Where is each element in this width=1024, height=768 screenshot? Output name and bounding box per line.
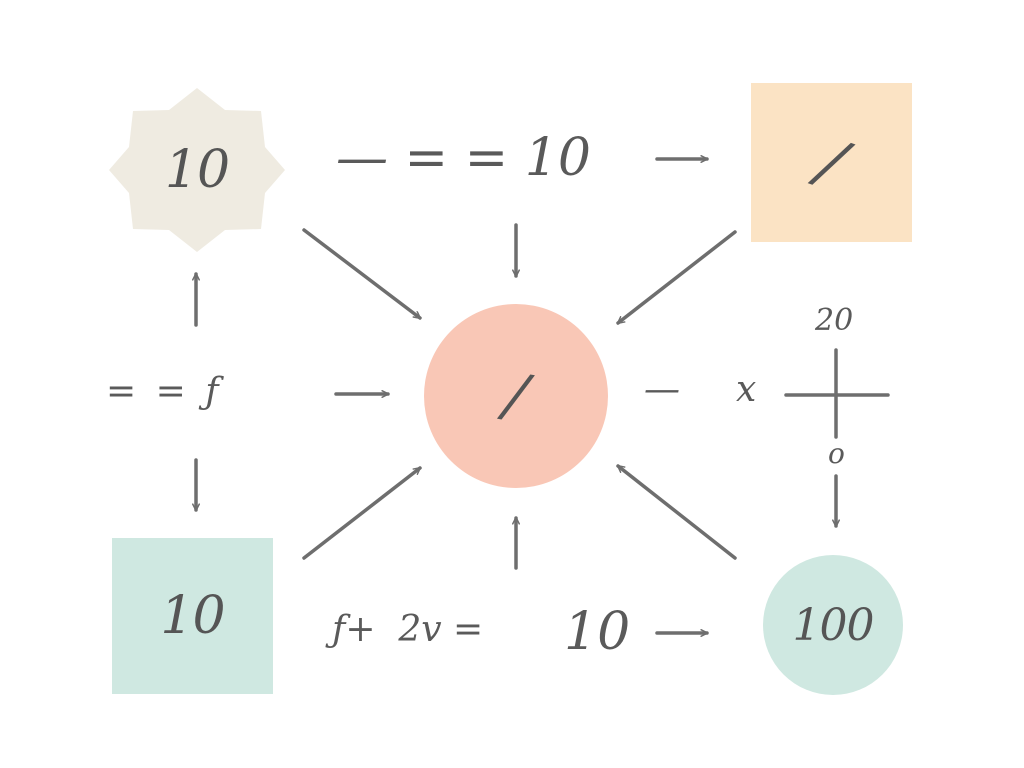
center-circle-node: /	[424, 304, 608, 488]
star-node: 10	[130, 120, 264, 220]
middle-right-variable: x	[736, 369, 757, 410]
arrow-bottomright-to-center	[616, 464, 737, 560]
bottom-right-circle-label: 100	[792, 599, 875, 651]
top-right-square-node: /	[751, 83, 912, 242]
arrow-star-to-center	[302, 228, 422, 320]
star-node-shape	[109, 88, 285, 252]
bottom-row-value: 10	[564, 602, 631, 662]
arrow-bottomleft-to-center	[302, 466, 422, 560]
crosshair-top-label: 20	[815, 303, 854, 338]
top-right-square-label: /	[809, 124, 854, 201]
middle-left-expression: = = ƒ	[106, 371, 223, 412]
bottom-row-expression: ƒ+ 2v =	[332, 609, 495, 650]
top-row-expression: — = = 10	[336, 128, 591, 188]
center-circle-label: /	[500, 359, 532, 433]
arrow-square-to-center	[616, 230, 737, 325]
bottom-left-square-node: 10	[112, 538, 273, 694]
crosshair-bottom-label: o	[828, 437, 845, 470]
bottom-left-square-label: 10	[160, 586, 225, 646]
bottom-right-circle-node: 100	[763, 555, 903, 695]
middle-right-dash: —	[644, 369, 680, 410]
star-node-label: 10	[164, 140, 230, 200]
